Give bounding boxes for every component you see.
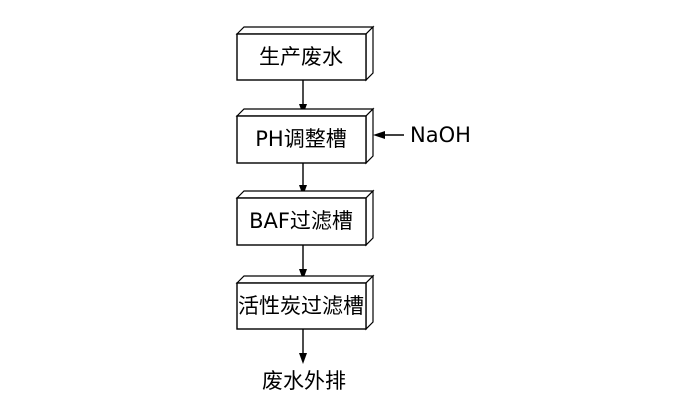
process-box-ph-adjustment-tank: PH调整槽 [235, 107, 375, 165]
process-box-label: PH调整槽 [255, 127, 346, 151]
reagent-label-naoh: NaOH [410, 123, 471, 147]
process-box-baf-filter-tank: BAF过滤槽 [235, 189, 375, 247]
final-output-label: 废水外排 [262, 369, 346, 393]
process-box-label: 活性炭过滤槽 [238, 294, 364, 318]
process-box-label: 生产废水 [259, 45, 343, 69]
process-box-production-wastewater: 生产废水 [235, 25, 375, 82]
reagent-input-arrow [373, 131, 404, 139]
process-box-label: BAF过滤槽 [249, 209, 353, 233]
flow-arrow [299, 329, 307, 364]
process-box-activated-carbon-filter-tank: 活性炭过滤槽 [235, 274, 375, 331]
flow-arrow [299, 245, 307, 280]
